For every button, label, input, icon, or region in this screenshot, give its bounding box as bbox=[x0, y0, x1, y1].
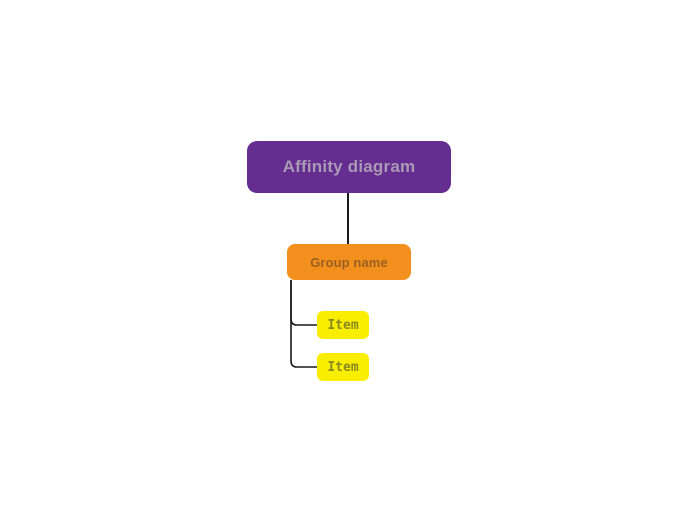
node-item-2[interactable]: Item bbox=[317, 353, 369, 381]
node-group-name[interactable]: Group name bbox=[287, 244, 411, 280]
edge-group-to-item-1 bbox=[290, 280, 317, 326]
node-group-label: Group name bbox=[310, 254, 388, 270]
node-root-affinity-diagram[interactable]: Affinity diagram bbox=[247, 141, 451, 193]
node-item-2-label: Item bbox=[327, 359, 359, 375]
edge-group-to-item-2 bbox=[290, 280, 317, 368]
node-item-1-label: Item bbox=[327, 317, 359, 333]
node-item-1[interactable]: Item bbox=[317, 311, 369, 339]
node-root-label: Affinity diagram bbox=[282, 157, 416, 176]
